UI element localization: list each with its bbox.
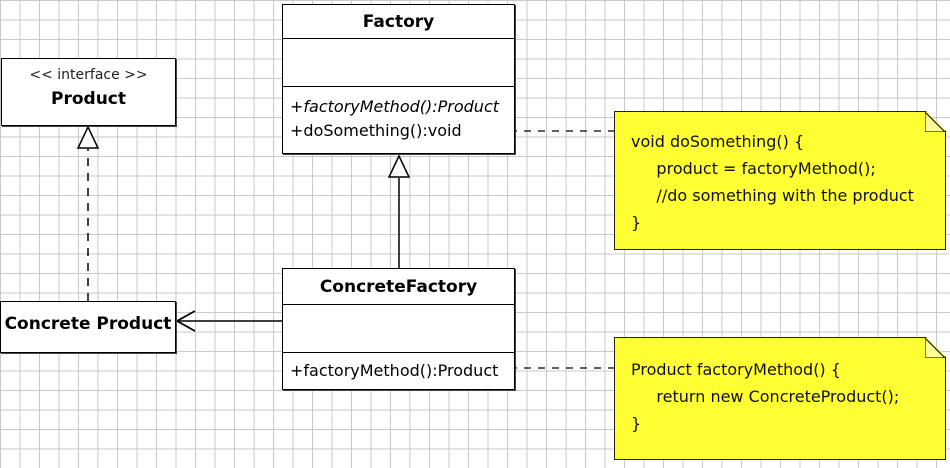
class-factory-name: Factory: [283, 5, 514, 39]
class-concrete-factory-name: ConcreteFactory: [283, 269, 514, 305]
note-fold-corner: [925, 338, 945, 358]
association-arrowhead: [175, 310, 196, 332]
note-line: //do something with the product: [631, 186, 914, 205]
class-concrete-factory[interactable]: ConcreteFactory +factoryMethod():Product: [282, 268, 515, 390]
operation-do-something: +doSomething():void: [290, 121, 462, 140]
class-concrete-factory-operations: +factoryMethod():Product: [283, 353, 514, 387]
class-concrete-product[interactable]: Concrete Product: [0, 301, 176, 353]
class-factory-operations: +factoryMethod():Product +doSomething():…: [283, 87, 514, 147]
class-product-name: Product: [51, 89, 126, 109]
note-line: void doSomething() {: [631, 132, 805, 151]
note-fold-corner: [925, 112, 945, 132]
class-product-interface[interactable]: << interface >> Product: [1, 58, 176, 126]
class-factory-attributes: [283, 39, 514, 87]
note-line: return new ConcreteProduct();: [631, 387, 900, 406]
class-concrete-product-name: Concrete Product: [4, 314, 172, 334]
note-line: }: [631, 213, 642, 232]
operation-factory-method-abstract: +factoryMethod():Product: [290, 97, 500, 116]
interface-stereotype: << interface >>: [29, 67, 148, 83]
note-factory-method[interactable]: Product factoryMethod() { return new Con…: [614, 337, 946, 460]
note-line: product = factoryMethod();: [631, 159, 876, 178]
inheritance-arrowhead: [387, 154, 411, 178]
class-factory[interactable]: Factory +factoryMethod():Product +doSome…: [282, 4, 515, 154]
operation-factory-method-concrete: +factoryMethod():Product: [290, 361, 499, 380]
note-line: }: [631, 414, 642, 433]
realization-arrowhead: [76, 125, 100, 149]
note-line: Product factoryMethod() {: [631, 360, 841, 379]
class-concrete-factory-attributes: [283, 305, 514, 353]
note-do-something[interactable]: void doSomething() { product = factoryMe…: [614, 111, 946, 250]
